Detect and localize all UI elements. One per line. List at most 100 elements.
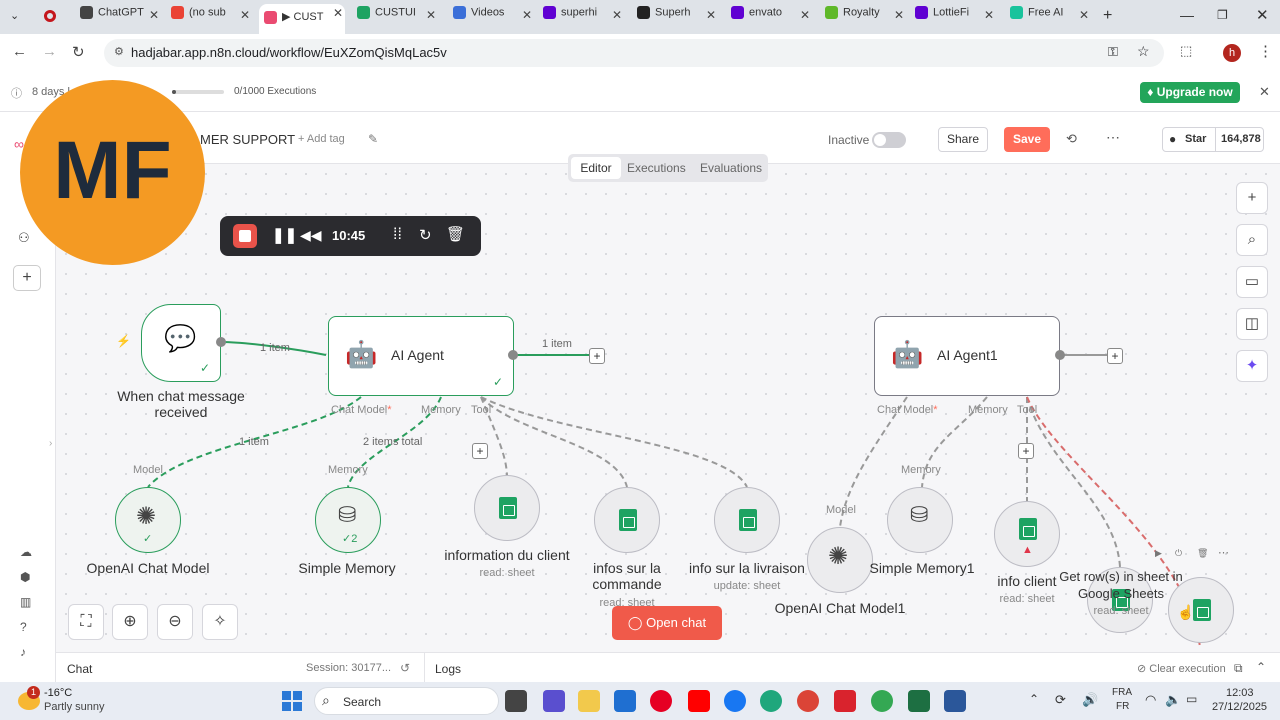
tidy-up-button[interactable]: ✧ (202, 604, 238, 640)
more-options-icon[interactable]: ⋯ (1106, 129, 1120, 145)
insights-icon[interactable]: ▥ (20, 595, 32, 609)
node-more-icon[interactable]: ⋯ (1218, 547, 1229, 559)
stop-recording-button[interactable] (233, 224, 257, 248)
add-next-node-button[interactable]: + (589, 348, 605, 364)
zoom-in-button[interactable]: ⊕ (112, 604, 148, 640)
edge-icon[interactable] (760, 690, 782, 712)
password-key-icon[interactable]: ⚿ (1108, 44, 1118, 59)
close-tab-icon[interactable]: ✕ (239, 8, 250, 22)
close-tab-icon[interactable]: ✕ (983, 8, 994, 22)
toggle-panel-icon[interactable]: ◫ (1236, 308, 1268, 340)
help-icon[interactable]: ? (20, 620, 27, 634)
infos-commande-node[interactable] (594, 487, 660, 553)
add-tag-button[interactable]: + Add tag (298, 133, 345, 145)
sync-icon[interactable]: ⟳ (1055, 692, 1066, 707)
maximize-button[interactable]: ❐ (1217, 8, 1228, 22)
browser-menu-icon[interactable]: ⋮ (1258, 43, 1273, 60)
info-client-node[interactable]: ▲ (994, 501, 1060, 567)
restart-icon[interactable]: ↻ (419, 227, 432, 244)
search-nodes-icon[interactable]: ⌕ (1236, 224, 1268, 256)
battery-icon[interactable]: ▭ (1186, 692, 1198, 706)
task-view-icon[interactable] (505, 690, 527, 712)
add-tool-button[interactable]: + (472, 443, 488, 459)
expand-sidebar-icon[interactable]: › (49, 438, 53, 449)
open-chat-button[interactable]: ◯ Open chat (612, 606, 722, 640)
delete-node-icon[interactable]: 🗑 (1197, 548, 1209, 558)
close-tab-icon[interactable]: ✕ (1078, 8, 1089, 22)
ai-assistant-icon[interactable]: ✦ (1236, 350, 1268, 382)
workflow-title[interactable]: MER SUPPORT (200, 132, 296, 147)
facebook-icon[interactable] (724, 690, 746, 712)
add-item-button[interactable]: + (13, 265, 41, 291)
close-tab-icon[interactable]: ✕ (425, 8, 436, 22)
language-primary[interactable]: FRA (1112, 687, 1132, 698)
notifications-bell-icon[interactable]: ♪ (20, 645, 26, 659)
popout-icon[interactable]: ⧉ (1234, 661, 1243, 675)
zoom-out-button[interactable]: ⊖ (157, 604, 193, 640)
browser-tab[interactable]: Superh✕ (632, 6, 718, 28)
tab-list-chevron-icon[interactable]: ⌄ (10, 10, 20, 22)
user-icon[interactable]: ⚇ (18, 230, 30, 245)
tab-editor[interactable]: Editor (571, 157, 621, 179)
rewind-button[interactable]: ◀◀ (300, 227, 322, 243)
clock-date[interactable]: 27/12/2025 (1212, 701, 1268, 713)
close-tab-icon[interactable]: ✕ (893, 8, 904, 22)
word-icon[interactable] (944, 690, 966, 712)
information-client-node[interactable] (474, 475, 540, 541)
share-button[interactable]: Share (938, 127, 988, 152)
update-row-node[interactable] (1168, 577, 1234, 643)
close-window-button[interactable]: ✕ (1256, 7, 1269, 24)
browser-tab[interactable]: Free AI✕ (1005, 6, 1091, 28)
logs-panel-title[interactable]: Logs (435, 662, 462, 676)
taskbar-search-box[interactable]: ⌕ Search (314, 687, 499, 715)
agent-output-port[interactable] (508, 350, 518, 360)
openai-chat-model-node[interactable]: ✺ ✓ (115, 487, 181, 553)
close-tab-icon[interactable]: ✕ (332, 6, 343, 20)
browser-tab[interactable]: Royalty✕ (820, 6, 906, 28)
trigger-output-port[interactable] (216, 337, 226, 347)
reset-session-icon[interactable]: ↺ (400, 661, 411, 675)
workflow-canvas[interactable]: Editor Executions Evaluations 💬 ✓ ⚡ (56, 154, 1280, 652)
simple-memory1-node[interactable]: ⛁ (887, 487, 953, 553)
wifi-icon[interactable]: ◠ (1145, 692, 1157, 707)
browser-tab[interactable]: ▶ CUST✕ (259, 4, 345, 34)
sticky-note-icon[interactable]: ▭ (1236, 266, 1268, 298)
close-tab-icon[interactable]: ✕ (521, 8, 532, 22)
close-tab-icon[interactable]: ✕ (148, 8, 159, 22)
ai-agent1-node[interactable]: 🤖 AI Agent1 (874, 316, 1060, 396)
grid-icon[interactable]: ⁞⁞ (393, 226, 402, 243)
simple-memory-node[interactable]: ⛁ ✓2 (315, 487, 381, 553)
extensions-icon[interactable]: ⬚ (1180, 43, 1193, 58)
browser-tab[interactable]: Videos✕ (448, 6, 534, 28)
minimize-button[interactable]: — (1180, 7, 1194, 23)
forward-button[interactable]: → (42, 43, 57, 60)
bookmark-star-icon[interactable]: ☆ (1137, 43, 1150, 59)
browser-tab[interactable]: envato✕ (726, 6, 812, 28)
templates-icon[interactable]: ⬢ (20, 570, 31, 584)
close-tab-icon[interactable]: ✕ (799, 8, 810, 22)
add-next-node-button[interactable]: + (1107, 348, 1123, 364)
browser-tab[interactable]: superhi✕ (538, 6, 624, 28)
tab-executions[interactable]: Executions (627, 161, 686, 175)
close-tab-icon[interactable]: ✕ (705, 8, 716, 22)
upgrade-now-button[interactable]: ♦ Upgrade now (1140, 82, 1240, 103)
sound-icon[interactable]: 🔊 (1082, 692, 1099, 707)
browser-tab[interactable]: LottieFi✕ (910, 6, 996, 28)
browser-tab[interactable]: ChatGPT✕ (75, 6, 161, 28)
cloud-icon[interactable]: ☁ (20, 545, 32, 559)
youtube-icon[interactable] (688, 690, 710, 712)
save-button[interactable]: Save (1004, 127, 1050, 152)
chat-trigger-node[interactable]: 💬 ✓ (141, 304, 221, 382)
pause-button[interactable]: ❚❚ (272, 227, 298, 244)
pinterest-icon[interactable] (650, 690, 672, 712)
file-explorer-icon[interactable] (578, 690, 600, 712)
deactivate-node-icon[interactable]: ⏻ (1175, 548, 1183, 558)
execute-node-icon[interactable]: ▶ (1155, 548, 1162, 558)
excel-icon[interactable] (908, 690, 930, 712)
github-star-button[interactable]: ● Star 164,878 (1162, 127, 1264, 152)
get-rows-node[interactable] (1087, 567, 1153, 633)
language-secondary[interactable]: FR (1116, 701, 1130, 712)
volume-icon[interactable]: 🔈 (1165, 692, 1182, 707)
tab-evaluations[interactable]: Evaluations (700, 161, 763, 175)
acrobat-icon[interactable] (834, 690, 856, 712)
